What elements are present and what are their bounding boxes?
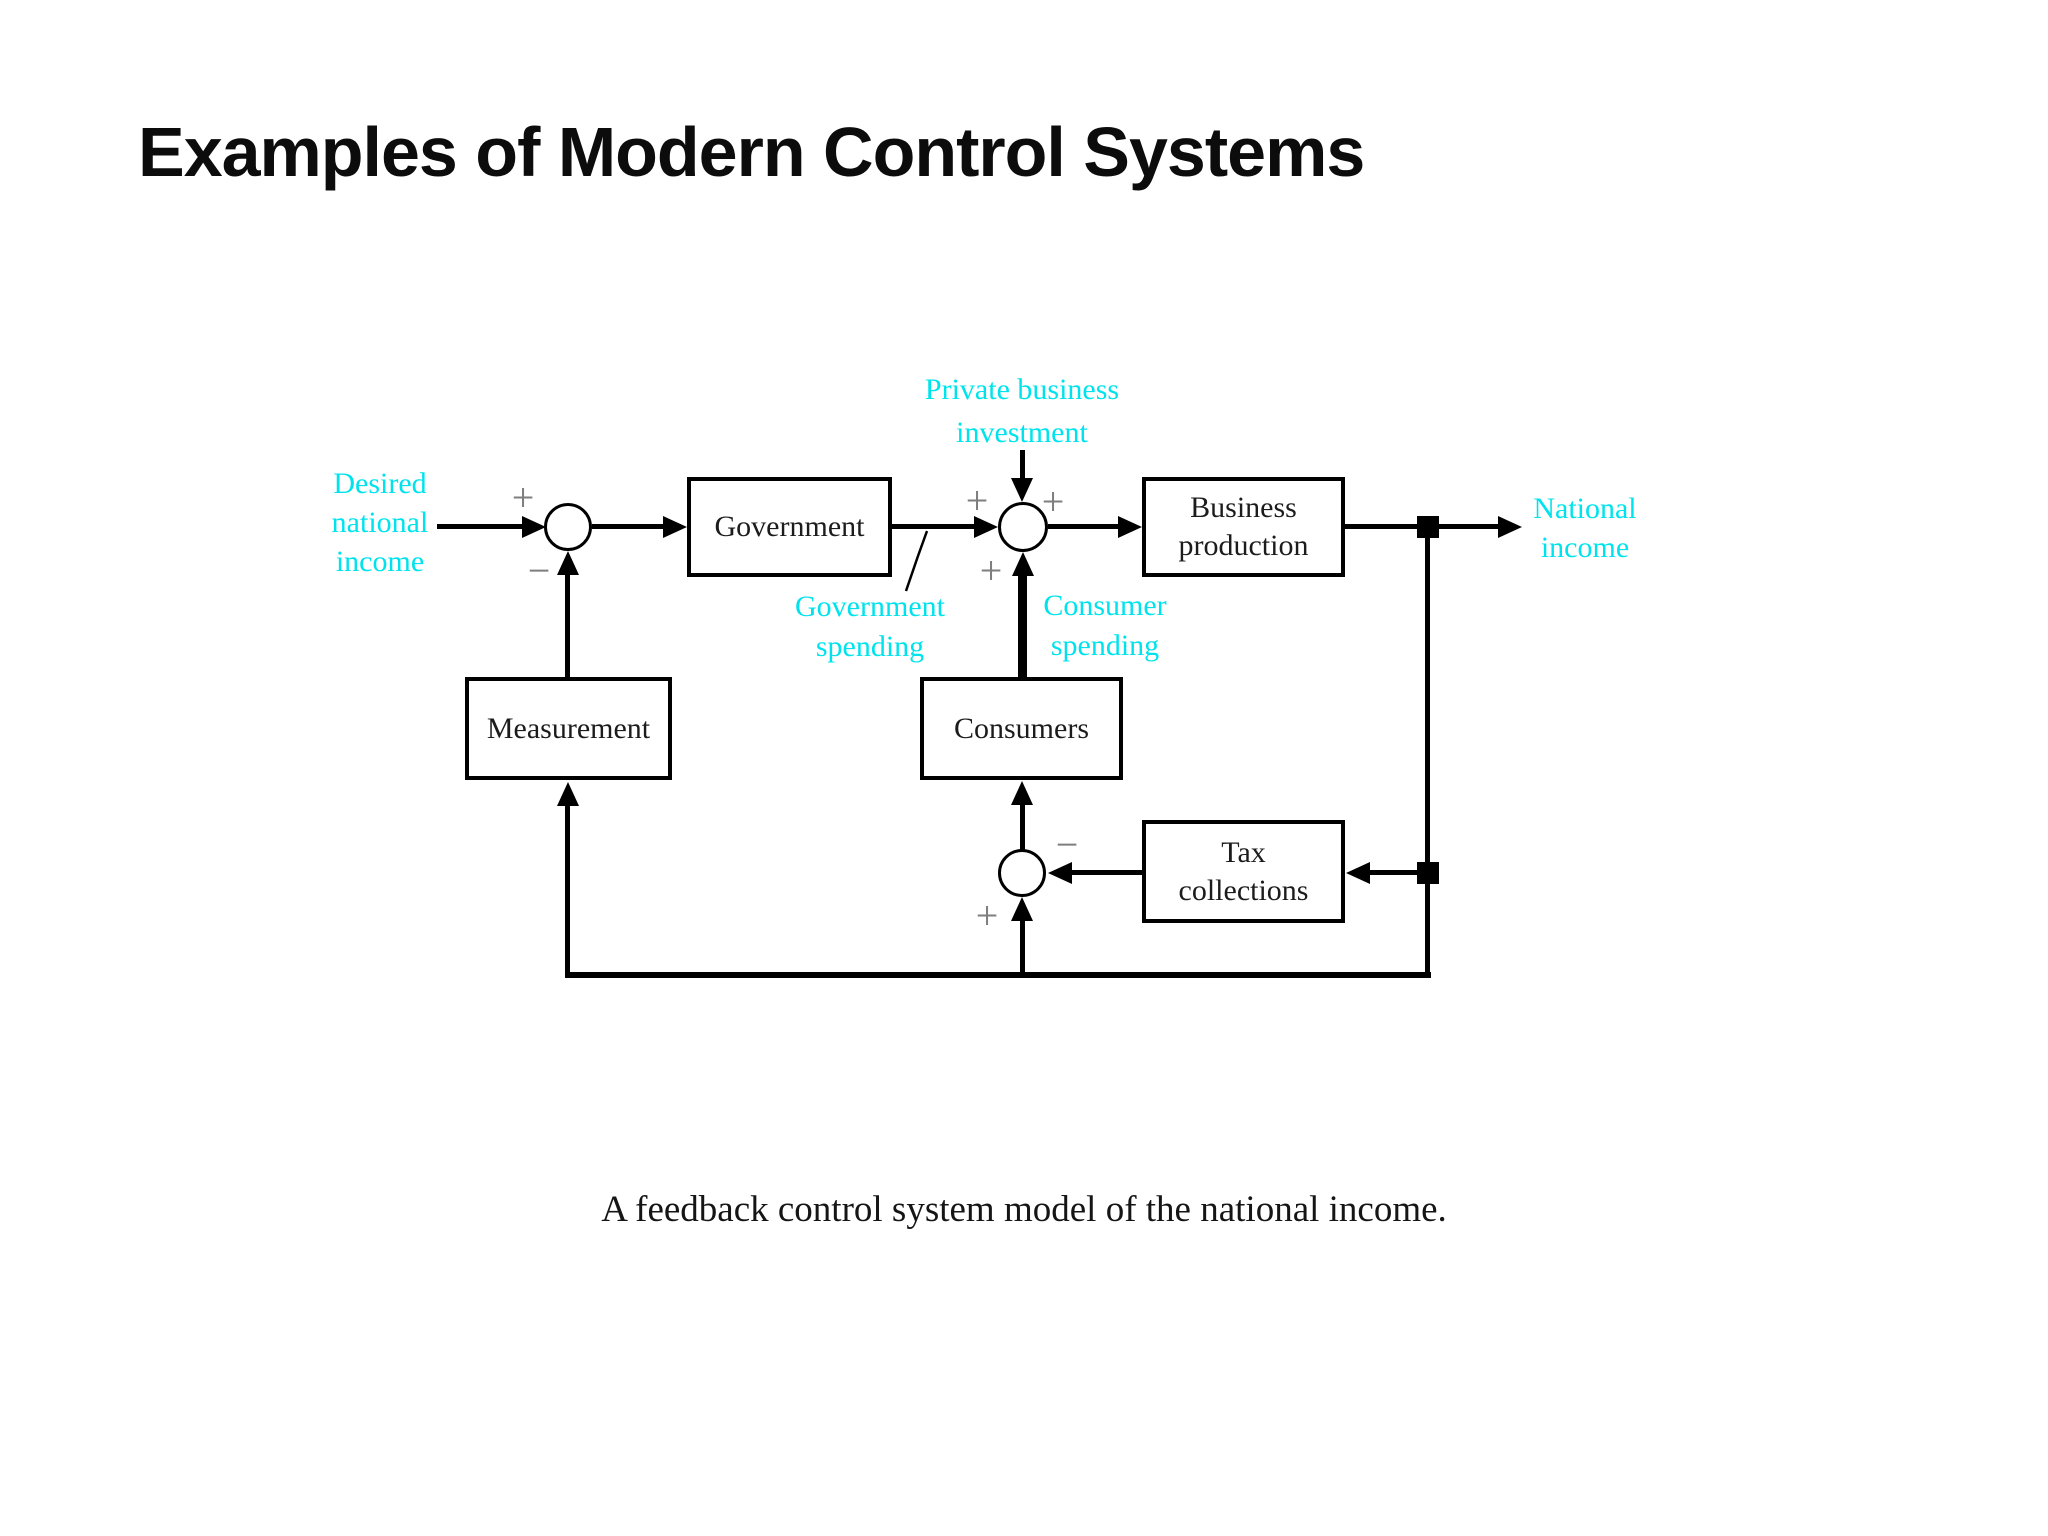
line-tax-to-j3	[1072, 870, 1142, 875]
branch-node-output	[1417, 516, 1439, 538]
label-desired-national-income: Desired national income	[331, 467, 429, 578]
arrowhead-into-j3	[1048, 862, 1072, 884]
line-j2-to-business	[1048, 524, 1120, 529]
line-bottom-feedback	[565, 972, 1431, 978]
sign-j3-minus: −	[1055, 822, 1079, 867]
line-government-to-j2	[892, 524, 978, 529]
arrowhead-consumer-into-j2	[1012, 552, 1034, 576]
line-bottom-to-measurement	[565, 806, 570, 976]
arrowhead-measurement-into-j1	[557, 551, 579, 575]
block-tax-collections: Tax collections	[1142, 820, 1345, 923]
arrowhead-into-measurement	[557, 782, 579, 806]
line-setpoint-to-j1	[437, 524, 524, 529]
sign-j2-plus-top: +	[1041, 479, 1065, 524]
sign-j2-plus-bottom: +	[979, 548, 1003, 593]
block-government: Government	[687, 477, 892, 577]
arrowhead-into-j3-bottom	[1011, 897, 1033, 921]
label-national-income: National income	[1533, 492, 1637, 564]
line-measurement-to-j1	[565, 575, 570, 677]
arrowhead-into-j2	[974, 516, 998, 538]
arrowhead-into-j1	[522, 516, 546, 538]
sign-j1-minus: −	[527, 548, 551, 593]
figure-caption: A feedback control system model of the n…	[601, 1189, 1447, 1230]
arrowhead-into-government	[663, 516, 687, 538]
block-measurement: Measurement	[465, 677, 672, 780]
line-bottom-to-j3	[1020, 921, 1025, 975]
sign-j2-plus-left: +	[965, 478, 989, 523]
block-consumers: Consumers	[920, 677, 1123, 780]
line-right-feedback	[1425, 527, 1430, 978]
label-private-business-investment: Private business investment	[924, 373, 1120, 449]
label-consumer-spending: Consumer spending	[1043, 589, 1167, 662]
summing-junction-3	[998, 849, 1046, 897]
arrowhead-into-business	[1118, 516, 1142, 538]
arrowhead-investment-into-j2	[1011, 478, 1033, 502]
sign-j3-plus: +	[975, 893, 999, 938]
arrowhead-into-tax	[1346, 862, 1370, 884]
line-j3-to-consumers	[1020, 805, 1025, 850]
branch-node-tax	[1417, 862, 1439, 884]
summing-junction-1	[544, 503, 592, 551]
line-j1-to-government	[592, 524, 665, 529]
sign-j1-plus: +	[511, 475, 535, 520]
block-business-production: Business production	[1142, 477, 1345, 577]
summing-junction-2	[998, 502, 1048, 552]
label-government-spending: Government spending	[795, 590, 945, 663]
arrowhead-into-consumers	[1011, 781, 1033, 805]
line-feedback-to-tax	[1370, 870, 1428, 875]
line-investment-down	[1020, 450, 1025, 480]
arrowhead-national-income	[1498, 516, 1522, 538]
slide-title: Examples of Modern Control Systems	[138, 113, 1365, 191]
line-consumers-to-j2	[1018, 576, 1027, 678]
